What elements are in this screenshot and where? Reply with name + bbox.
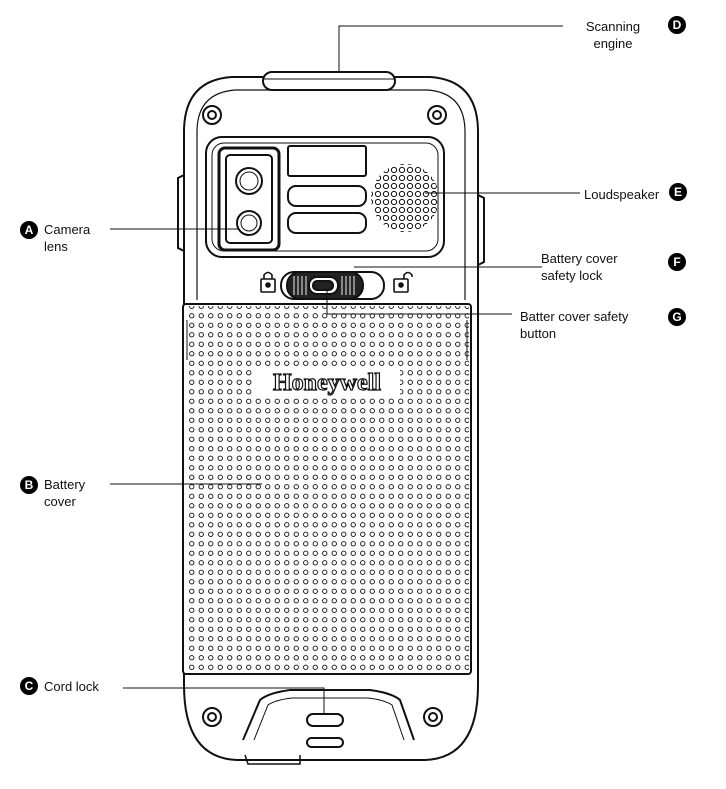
- label-scanning-engine: Scanning engine: [585, 19, 641, 51]
- screw-top-right: [427, 105, 447, 125]
- callout-badge-b: B: [20, 476, 38, 494]
- callout-badge-d: D: [668, 16, 686, 34]
- loudspeaker-grille: [371, 164, 439, 232]
- label-battery-cover: Battery cover: [44, 477, 86, 509]
- callout-badge-a: A: [20, 221, 38, 239]
- svg-text:Honeywell: Honeywell: [273, 370, 381, 396]
- label-batter-cover-safety-button: Batter cover safety button: [520, 309, 629, 341]
- leader-line-cord-lock: [123, 687, 325, 714]
- battery-cover: [182, 303, 472, 675]
- callout-badge-g: G: [668, 308, 686, 326]
- label-camera-lens: Camera lens: [44, 222, 91, 254]
- lock-open-icon: [393, 271, 413, 293]
- callout-badge-e: E: [669, 183, 687, 201]
- device-body: [177, 76, 485, 765]
- scanning-engine: [262, 71, 396, 91]
- leader-lines: [110, 25, 580, 714]
- screw-bottom-right: [423, 707, 443, 727]
- battery-cover-lock: [280, 271, 385, 300]
- label-cord-lock: Cord lock: [44, 679, 99, 694]
- callout-badge-f: F: [668, 253, 686, 271]
- label-battery-cover-safety-lock: Battery cover safety lock: [541, 251, 618, 283]
- flash-window: [287, 145, 367, 234]
- leader-line-scanning-engine: [338, 25, 563, 72]
- honeywell-logo: Honeywell: [254, 368, 400, 397]
- callout-badge-c: C: [20, 677, 38, 695]
- screw-bottom-left: [202, 707, 222, 727]
- label-loudspeaker: Loudspeaker: [584, 187, 660, 202]
- camera-lens: [217, 146, 281, 252]
- cord-lock: [242, 689, 415, 748]
- lock-closed-icon: [260, 271, 276, 293]
- screw-top-left: [202, 105, 222, 125]
- leader-line-safety-button: [326, 291, 512, 315]
